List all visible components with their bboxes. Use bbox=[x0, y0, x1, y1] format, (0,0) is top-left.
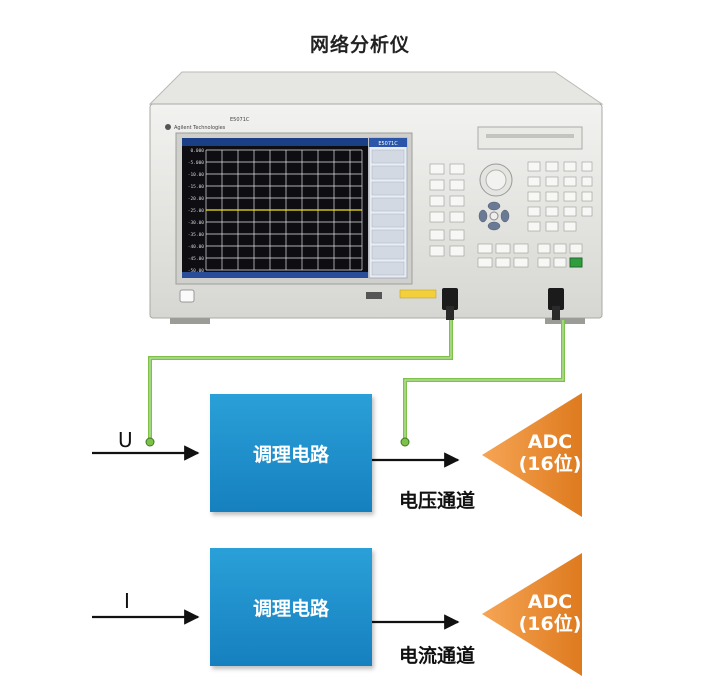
preset-key bbox=[569, 257, 583, 268]
port-1-connector bbox=[442, 288, 458, 320]
adc-i-bits: (16位) bbox=[518, 613, 582, 635]
power-button[interactable] bbox=[179, 289, 195, 303]
screen-scale-label: -40.00 bbox=[188, 244, 205, 250]
screen-scale-label: -50.00 bbox=[188, 268, 205, 274]
voltage-channel-label: 电压通道 bbox=[399, 490, 476, 512]
u-conditioning-block: 调理电路 bbox=[210, 394, 372, 512]
screen-scale-label: -35.00 bbox=[188, 232, 205, 238]
screen-scale-label: -5.000 bbox=[188, 160, 205, 166]
u-conditioning-label: 调理电路 bbox=[252, 443, 329, 466]
brand-label: Agilent Technologies bbox=[174, 125, 226, 131]
screen-scale-label: -20.00 bbox=[188, 196, 205, 202]
agilent-logo-icon bbox=[165, 124, 171, 130]
port-2-connector bbox=[548, 288, 564, 320]
probe-tip-u bbox=[145, 437, 155, 447]
screen-scale-label: -25.00 bbox=[188, 208, 205, 214]
adc-i-label: ADC (16位) bbox=[510, 591, 590, 635]
screen-scale-label: 0.000 bbox=[190, 148, 204, 154]
softkey-header: E5071C bbox=[378, 141, 398, 147]
screen-scale-label: -15.00 bbox=[188, 184, 205, 190]
adc-i-triangle bbox=[482, 553, 582, 676]
screen bbox=[182, 138, 368, 278]
function-keys bbox=[429, 163, 465, 257]
current-channel-label: 电流通道 bbox=[399, 645, 476, 667]
i-conditioning-block: 调理电路 bbox=[210, 548, 372, 666]
usb-port bbox=[366, 292, 382, 299]
adc-u-name: ADC bbox=[527, 431, 573, 453]
screen-scale-label: -10.00 bbox=[188, 172, 205, 178]
adc-u-bits: (16位) bbox=[518, 453, 582, 475]
page-title: 网络分析仪 bbox=[309, 34, 410, 56]
numeric-keypad bbox=[527, 161, 593, 232]
probe-tip-voltage bbox=[400, 437, 410, 447]
bottom-keys bbox=[477, 243, 583, 268]
network-analyzer: Agilent Technologies E5071C 0.000 -5.000 -… bbox=[148, 71, 604, 324]
warning-label bbox=[399, 289, 437, 299]
i-conditioning-label: 调理电路 bbox=[252, 597, 329, 620]
arrow-pad[interactable] bbox=[478, 201, 510, 231]
u-input-label: U bbox=[118, 428, 133, 452]
adc-u-triangle bbox=[482, 393, 582, 517]
adc-u-label: ADC (16位) bbox=[510, 431, 590, 475]
model-label: E5071C bbox=[230, 117, 250, 123]
adc-i-name: ADC bbox=[527, 591, 573, 613]
screen-scale-labels: 0.000 -5.000 -10.00 -15.00 -20.00 -25.00 -30.0… bbox=[188, 148, 205, 274]
i-input-label: I bbox=[124, 589, 130, 613]
screen-scale-label: -30.00 bbox=[188, 220, 205, 226]
screen-scale-label: -45.00 bbox=[188, 256, 205, 262]
